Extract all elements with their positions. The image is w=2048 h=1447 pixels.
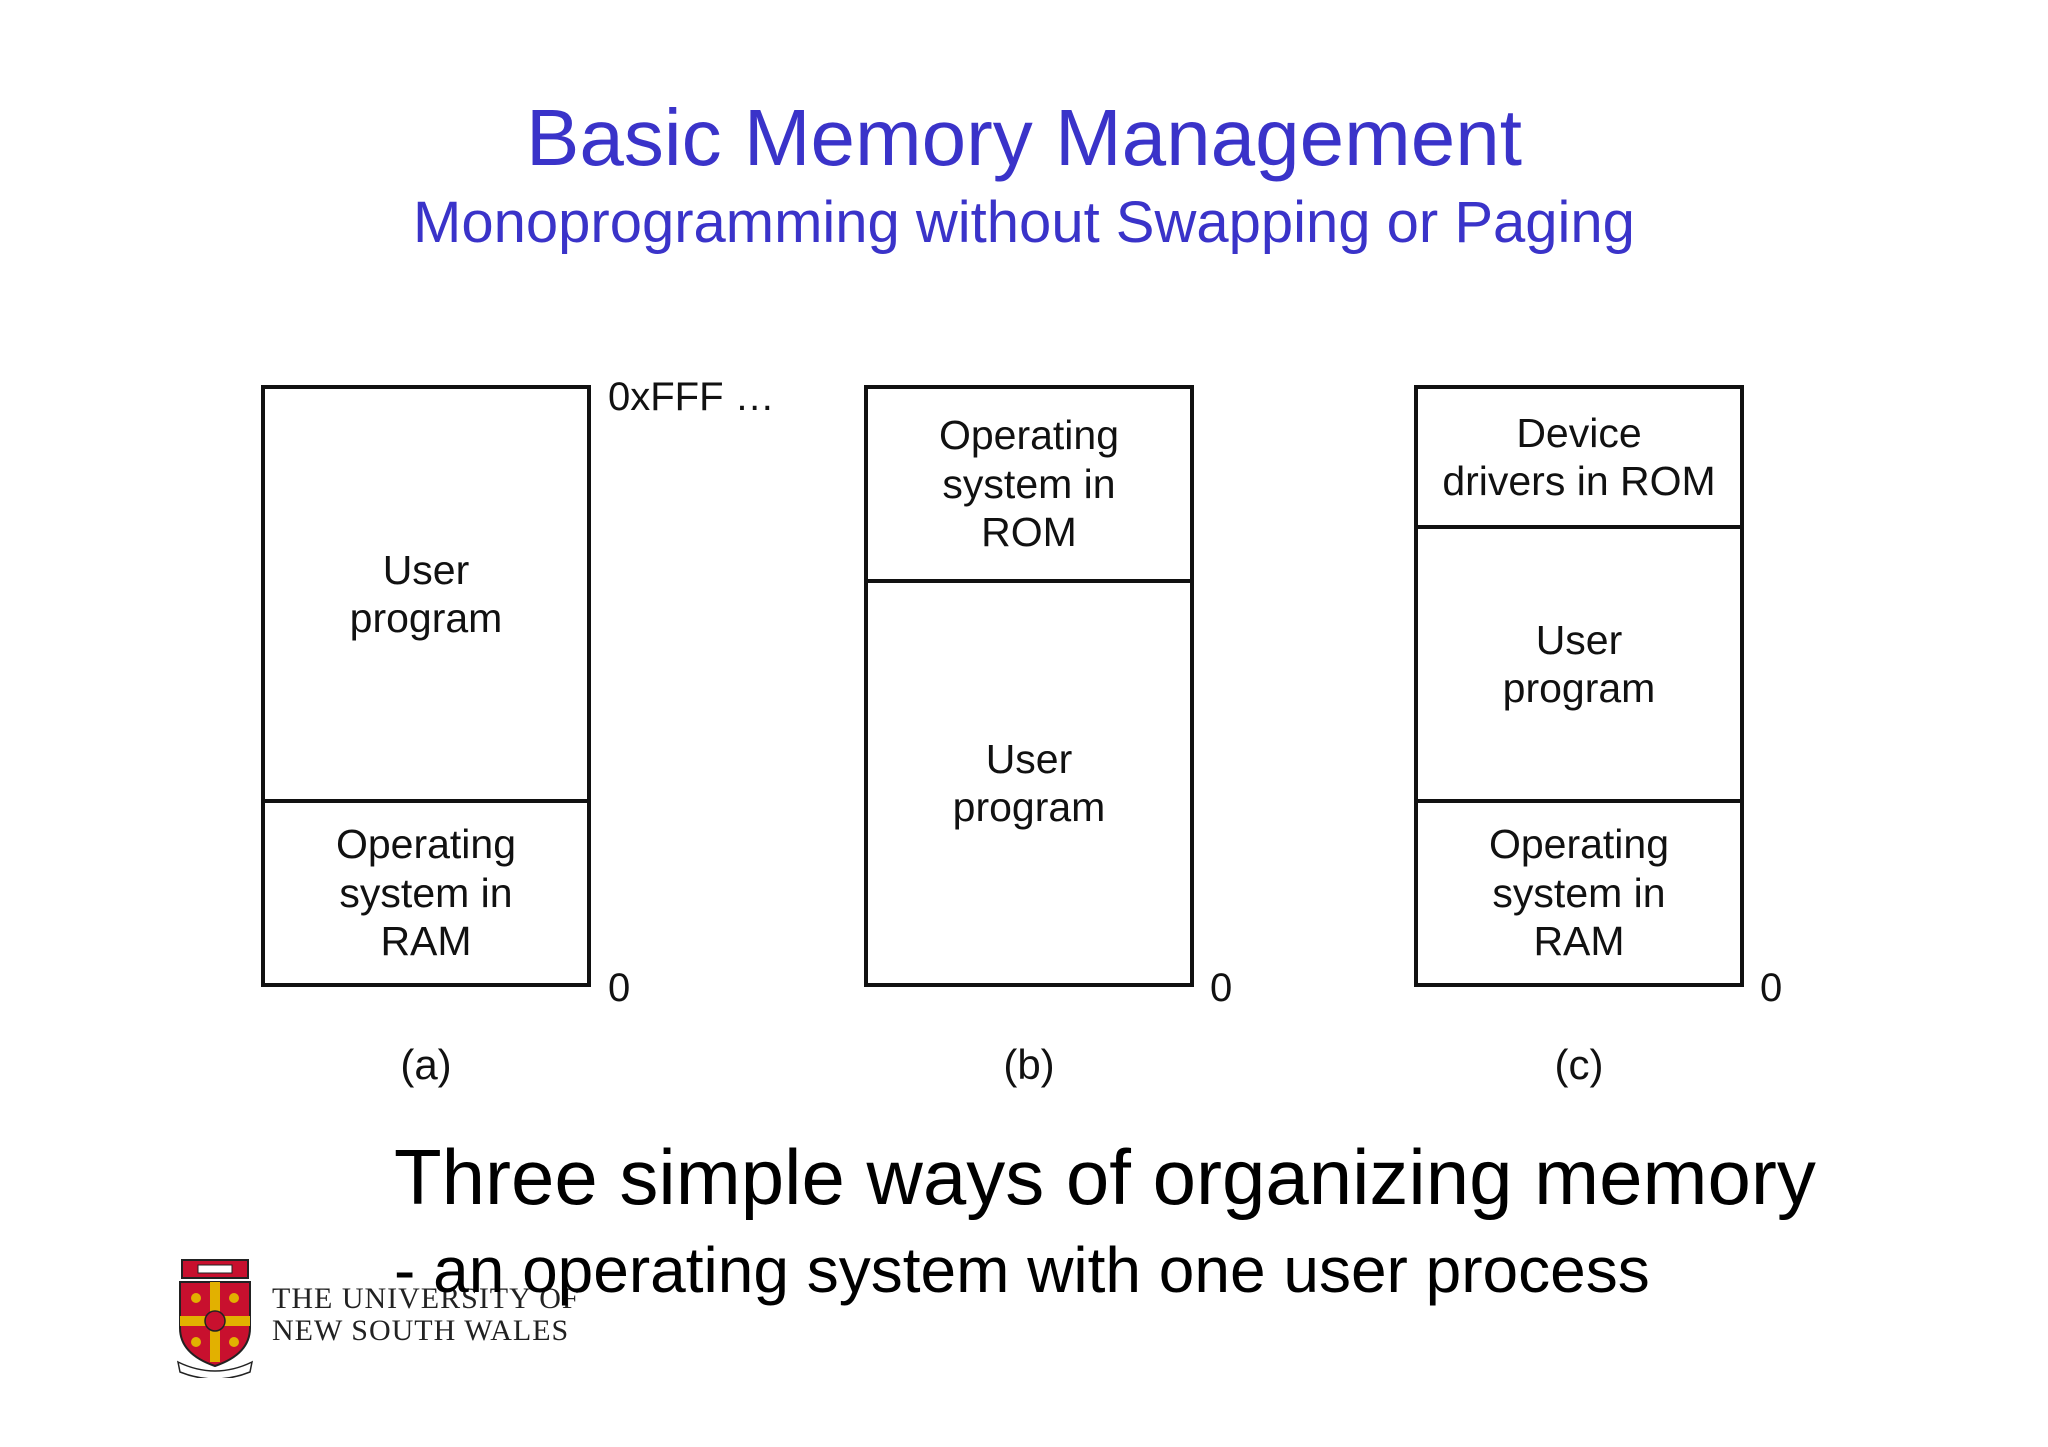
layout-caption-b: (b) xyxy=(1003,1041,1055,1088)
bottom-address-label-a: 0 xyxy=(608,966,631,1010)
slide-subtitle: Monoprogramming without Swapping or Pagi… xyxy=(413,190,1635,255)
segment-user-program: User program xyxy=(868,579,1190,983)
bottom-address-label-b: 0 xyxy=(1210,966,1233,1010)
university-name-line-2: NEW SOUTH WALES xyxy=(272,1314,570,1347)
segment-os-rom: Operating system in ROM xyxy=(938,412,1120,556)
caption-line-2: - an operating system with one user proc… xyxy=(394,1234,1650,1306)
memory-layout-c: Device drivers in ROM User program Opera… xyxy=(1414,385,1744,987)
slide-title: Basic Memory Management xyxy=(526,93,1522,182)
layout-caption-a: (a) xyxy=(400,1041,452,1088)
top-address-label: 0xFFF … xyxy=(608,375,775,419)
university-name: THE UNIVERSITY OF NEW SOUTH WALES xyxy=(272,1284,580,1346)
segment-os-ram: Operating system in RAM xyxy=(265,799,587,983)
memory-layout-a: User program Operating system in RAM xyxy=(261,385,591,987)
segment-user-program: User program xyxy=(1418,525,1740,799)
memory-layout-b: Operating system in ROM User program xyxy=(864,385,1194,987)
segment-device-drivers-rom: Device drivers in ROM xyxy=(1442,409,1716,504)
layout-caption-c: (c) xyxy=(1554,1041,1604,1088)
segment-user-program: User program xyxy=(349,546,503,641)
segment-os-ram: Operating system in RAM xyxy=(1418,799,1740,983)
caption-line-1: Three simple ways of organizing memory xyxy=(394,1133,1816,1221)
university-name-line-1: THE UNIVERSITY OF xyxy=(272,1282,580,1315)
bottom-address-label-c: 0 xyxy=(1760,966,1783,1010)
unsw-crest-logo xyxy=(176,1259,254,1378)
